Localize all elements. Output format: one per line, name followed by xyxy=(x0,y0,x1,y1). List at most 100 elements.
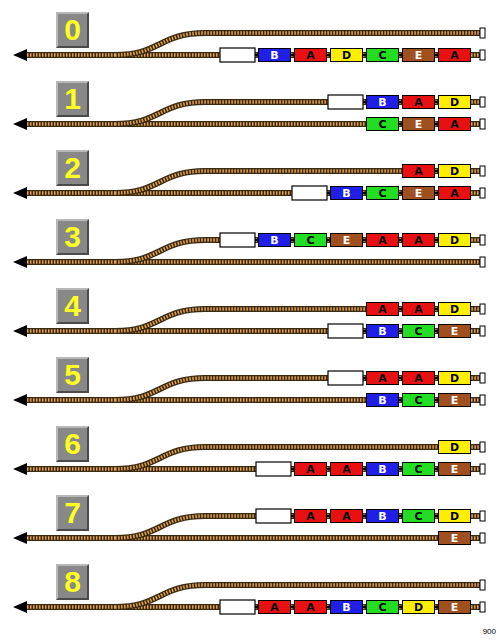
rail-car: C xyxy=(366,48,399,62)
rail-car: D xyxy=(438,371,471,385)
step-number-text: 6 xyxy=(64,429,81,459)
main-track xyxy=(24,536,484,540)
car-letter: E xyxy=(415,50,423,61)
direction-arrow xyxy=(13,463,27,475)
rail-car: A xyxy=(438,186,471,200)
rail-car: A xyxy=(294,509,327,523)
rail-car: E xyxy=(330,233,363,247)
car-letter: B xyxy=(342,602,350,613)
locomotive xyxy=(220,600,255,614)
rail-car: A xyxy=(402,233,435,247)
car-letter: C xyxy=(378,119,386,130)
car-letter: C xyxy=(414,395,422,406)
car-letter: A xyxy=(378,304,387,315)
rail-car: A xyxy=(330,509,363,523)
car-letter: D xyxy=(450,442,459,453)
car-letter: A xyxy=(378,373,387,384)
step-number: 2 xyxy=(56,150,89,186)
rail-car: A xyxy=(366,371,399,385)
car-letter: D xyxy=(450,166,459,177)
rail-car: E xyxy=(402,186,435,200)
step-number: 1 xyxy=(56,81,89,117)
direction-arrow xyxy=(13,325,27,337)
buffer-stop xyxy=(480,50,485,60)
car-letter: A xyxy=(342,511,351,522)
rail-car: B xyxy=(330,600,363,614)
step-number: 6 xyxy=(56,426,89,462)
rail-car: A xyxy=(366,302,399,316)
car-letter: D xyxy=(450,235,459,246)
buffer-stop xyxy=(480,511,485,521)
rail-car: E xyxy=(402,48,435,62)
rail-car: A xyxy=(402,371,435,385)
car-letter: C xyxy=(306,235,314,246)
step-number-text: 2 xyxy=(64,153,81,183)
car-letter: D xyxy=(414,602,423,613)
rail-car: B xyxy=(366,95,399,109)
buffer-stop xyxy=(480,235,485,245)
car-letter: B xyxy=(378,326,386,337)
buffer-stop xyxy=(480,533,485,543)
direction-arrow xyxy=(13,49,27,61)
direction-arrow xyxy=(13,532,27,544)
rail-car: C xyxy=(402,462,435,476)
step-number-text: 7 xyxy=(64,498,81,528)
rail-car: A xyxy=(294,600,327,614)
car-letter: A xyxy=(414,304,423,315)
rail-car: C xyxy=(294,233,327,247)
locomotive xyxy=(256,509,291,523)
step-number-text: 0 xyxy=(64,15,81,45)
direction-arrow xyxy=(13,118,27,130)
step-number: 0 xyxy=(56,12,89,48)
rail-car: B xyxy=(366,509,399,523)
buffer-stop xyxy=(480,464,485,474)
car-letter: C xyxy=(414,511,422,522)
direction-arrow xyxy=(13,394,27,406)
car-letter: D xyxy=(450,373,459,384)
car-letter: C xyxy=(414,326,422,337)
rail-car: D xyxy=(438,164,471,178)
car-letter: E xyxy=(451,395,459,406)
car-letter: C xyxy=(378,50,386,61)
rail-car: C xyxy=(402,393,435,407)
car-letter: A xyxy=(414,166,423,177)
locomotive xyxy=(292,186,327,200)
rail-car: A xyxy=(294,462,327,476)
locomotive xyxy=(256,462,291,476)
car-letter: E xyxy=(451,533,459,544)
rail-car: A xyxy=(438,48,471,62)
buffer-stop xyxy=(480,166,485,176)
rail-car: B xyxy=(258,48,291,62)
car-letter: A xyxy=(450,50,459,61)
rail-car: A xyxy=(402,302,435,316)
car-letter: C xyxy=(378,602,386,613)
locomotive xyxy=(328,95,363,109)
car-letter: B xyxy=(378,511,386,522)
car-letter: A xyxy=(450,188,459,199)
car-letter: D xyxy=(450,511,459,522)
step-number-text: 5 xyxy=(64,360,81,390)
step-number-text: 4 xyxy=(64,291,81,321)
main-track xyxy=(24,259,484,265)
main-track xyxy=(24,260,484,264)
car-letter: A xyxy=(306,50,315,61)
rail-car: D xyxy=(330,48,363,62)
car-letter: E xyxy=(415,119,423,130)
rail-car: A xyxy=(294,48,327,62)
car-letter: B xyxy=(270,235,278,246)
rail-car: E xyxy=(438,324,471,338)
car-letter: E xyxy=(451,464,459,475)
rail-car: D xyxy=(438,509,471,523)
step-number: 5 xyxy=(56,357,89,393)
car-letter: C xyxy=(378,188,386,199)
rail-car: C xyxy=(366,186,399,200)
car-letter: B xyxy=(378,97,386,108)
car-letter: A xyxy=(342,464,351,475)
rail-car: B xyxy=(258,233,291,247)
rail-car: C xyxy=(366,117,399,131)
rail-car: D xyxy=(402,600,435,614)
car-letter: A xyxy=(378,235,387,246)
buffer-stop xyxy=(480,395,485,405)
rail-car: B xyxy=(330,186,363,200)
step-number: 7 xyxy=(56,495,89,531)
